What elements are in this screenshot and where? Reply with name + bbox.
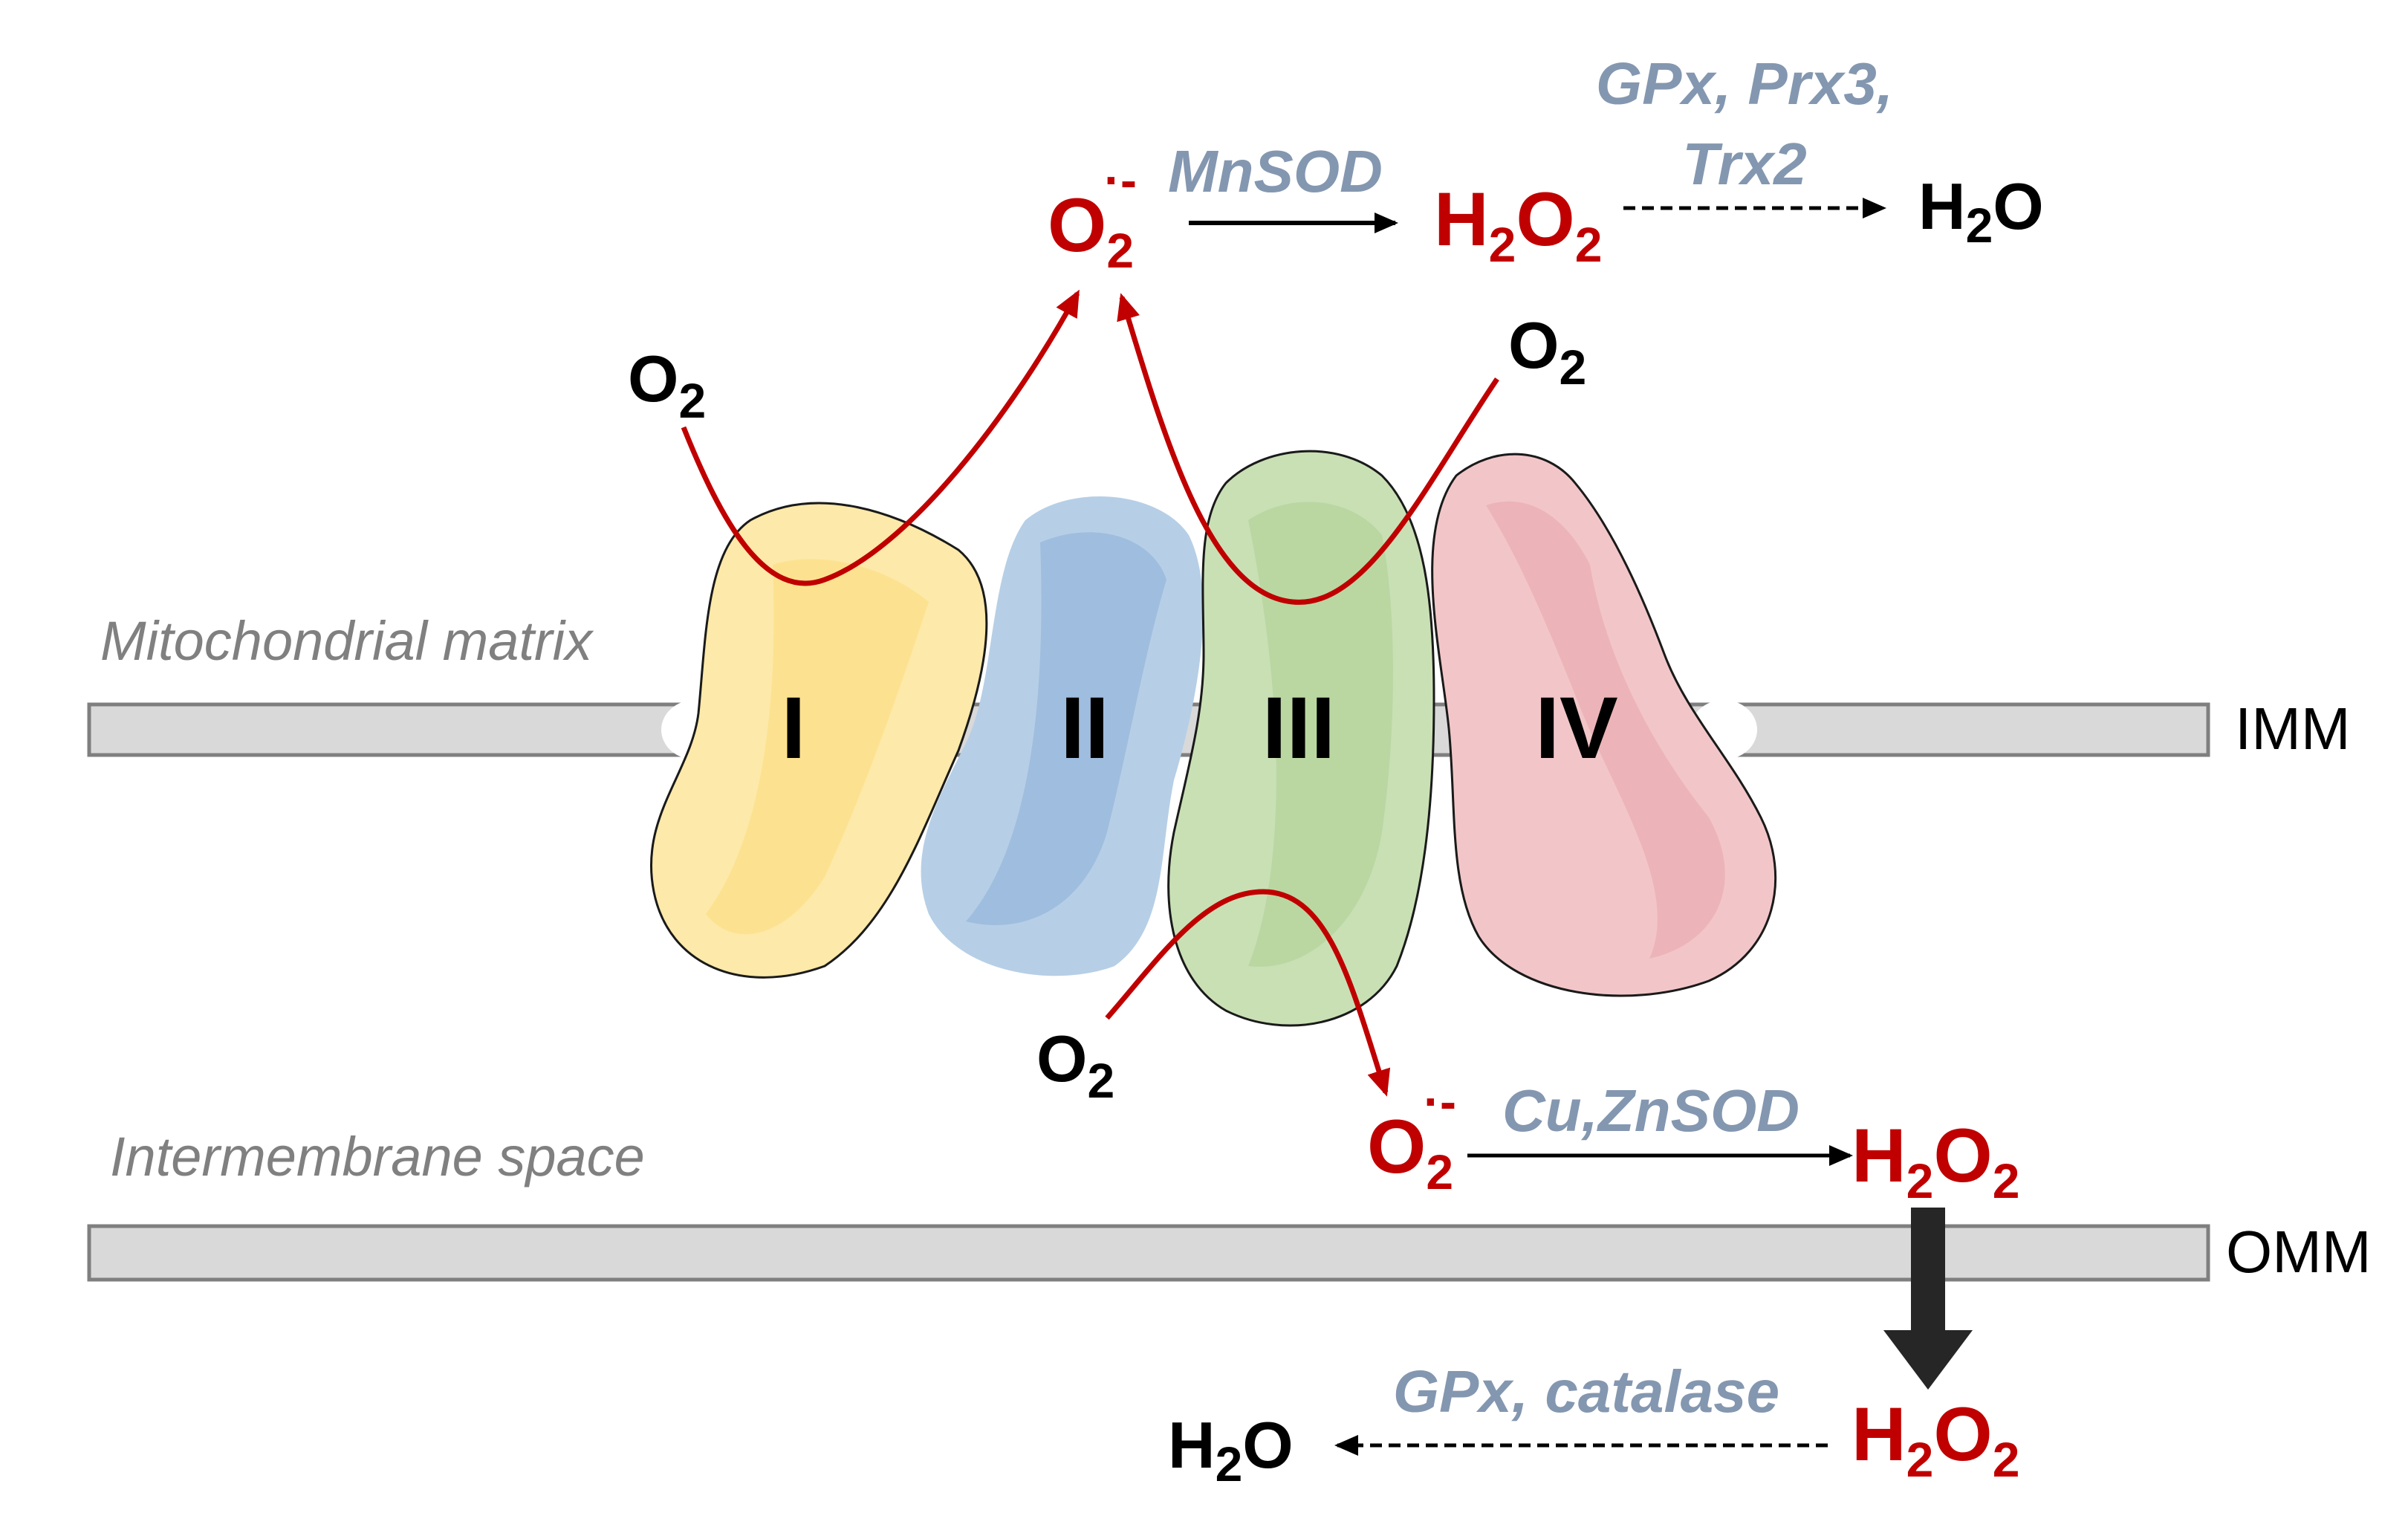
h2o2-matrix: H2O2 (1434, 177, 1602, 272)
diffusion-arrow (1883, 1208, 1973, 1390)
intermembrane-label: Intermembrane space (110, 1126, 645, 1187)
complex-II: II (921, 496, 1204, 976)
matrix-label: Mitochondrial matrix (100, 610, 594, 672)
enzyme-mnsod: MnSOD (1168, 138, 1383, 204)
leak-path-complex-I (681, 289, 1080, 586)
leak-path-complex-III-ims (1105, 889, 1391, 1097)
enzyme-gpx-prx3: GPx, Prx3, (1596, 51, 1893, 117)
omm-label: OMM (2226, 1219, 2372, 1285)
complex-III: III (1167, 450, 1435, 1027)
water-matrix: H2O (1918, 169, 2044, 253)
leak-path-complex-III-matrix (1117, 293, 1499, 605)
oxygen-label-complex-III-matrix: O2 (1508, 308, 1586, 395)
superoxide-ims: O2·- (1367, 1074, 1456, 1199)
complex-II-label: II (1060, 679, 1109, 777)
complex-I-label: I (782, 679, 806, 777)
oxygen-label-complex-III-ims: O2 (1036, 1022, 1114, 1108)
h2o2-ims: H2O2 (1852, 1113, 2019, 1208)
imm-label: IMM (2235, 696, 2351, 762)
enzyme-cuznsod: Cu,ZnSOD (1502, 1078, 1799, 1144)
oxygen-label-complex-I: O2 (628, 342, 706, 428)
complex-IV: IV (1431, 453, 1777, 997)
complex-III-label: III (1262, 679, 1335, 777)
water-cytosol: H2O (1168, 1408, 1294, 1491)
superoxide-matrix: O2·- (1048, 152, 1137, 278)
enzyme-trx2: Trx2 (1682, 131, 1807, 197)
complex-I: I (649, 502, 988, 979)
complex-IV-label: IV (1535, 679, 1618, 777)
outer-membrane (87, 1224, 2210, 1282)
h2o2-cytosol: H2O2 (1852, 1392, 2019, 1487)
enzyme-gpx-catalase: GPx, catalase (1393, 1358, 1779, 1425)
